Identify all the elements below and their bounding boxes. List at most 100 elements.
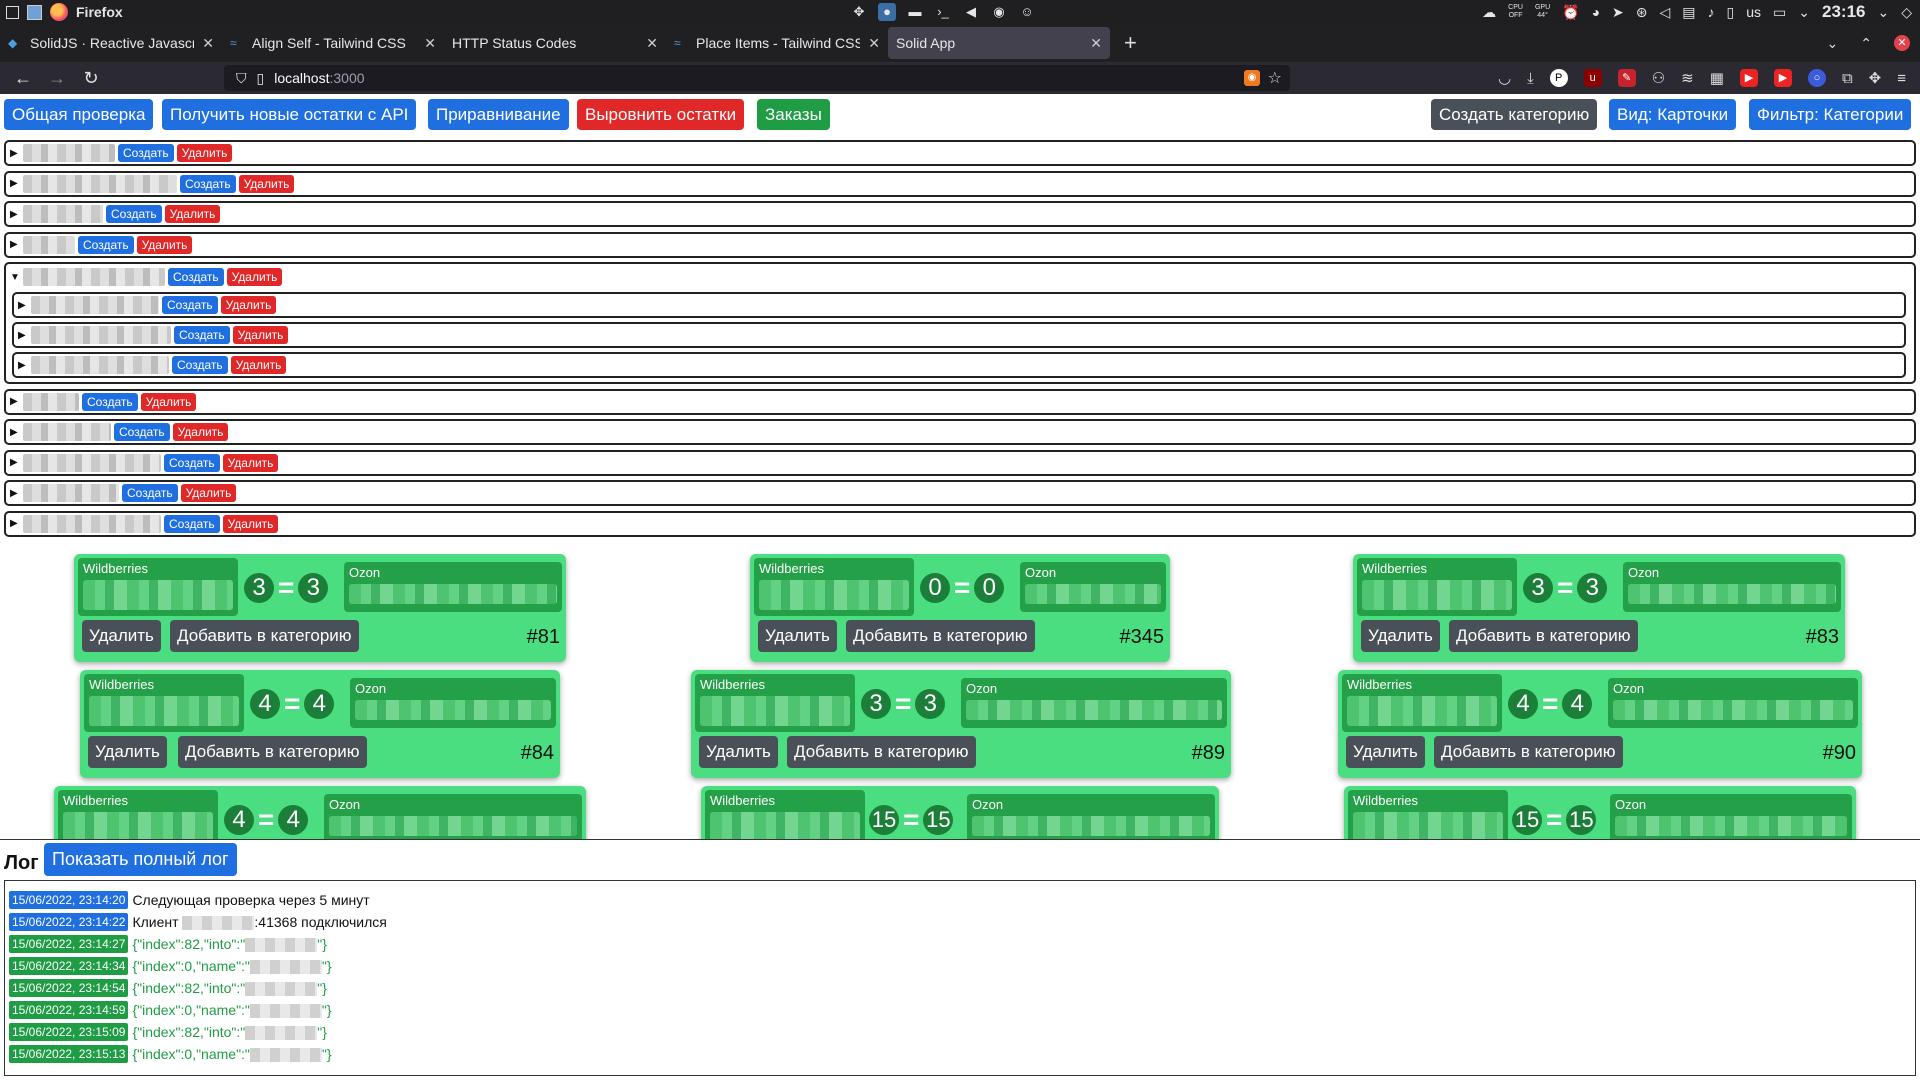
- ext-p-icon[interactable]: P: [1549, 69, 1568, 87]
- delete-card-button[interactable]: Удалить: [1346, 736, 1425, 768]
- back-arrow-icon[interactable]: ←: [14, 67, 32, 88]
- tab-place-items[interactable]: ≈ Place Items - Tailwind CSS ✕: [666, 27, 888, 59]
- log-box[interactable]: 15/06/2022, 23:14:20 Следующая проверка …: [4, 880, 1916, 1076]
- create-subcategory-button[interactable]: Создать: [82, 392, 138, 411]
- workspace-switch-icon[interactable]: ✥: [853, 4, 865, 19]
- category-row[interactable]: ▶ Создать Удалить: [4, 449, 1916, 476]
- window-close-icon[interactable]: ✕: [1894, 35, 1910, 51]
- tab-http-status[interactable]: HTTP Status Codes ✕: [444, 27, 666, 59]
- expand-triangle-icon[interactable]: ▶: [10, 426, 18, 438]
- window-menu-icon[interactable]: [6, 5, 19, 19]
- tab-solidjs[interactable]: ◆ SolidJS · Reactive Javascri ✕: [0, 27, 222, 59]
- add-to-category-button[interactable]: Добавить в категорию: [1434, 736, 1623, 768]
- view-mode-button[interactable]: Вид: Карточки: [1609, 99, 1737, 130]
- collapse-triangle-icon[interactable]: ▼: [10, 271, 20, 283]
- expand-triangle-icon[interactable]: ▶: [10, 487, 18, 499]
- youtube2-icon[interactable]: ▶: [1773, 69, 1792, 87]
- open-external-icon[interactable]: ⧉: [1841, 69, 1853, 87]
- equalize-button[interactable]: Приравнивание: [428, 99, 569, 130]
- extensions-icon[interactable]: ✥: [1868, 70, 1882, 87]
- battery-icon[interactable]: ▯: [1726, 3, 1735, 20]
- create-subcategory-button[interactable]: Создать: [162, 296, 218, 314]
- create-subcategory-button[interactable]: Создать: [106, 205, 162, 223]
- delete-category-button[interactable]: Удалить: [136, 235, 193, 254]
- diamond-icon[interactable]: ◇: [1901, 3, 1912, 20]
- expand-triangle-icon[interactable]: ▶: [18, 359, 26, 371]
- ext-glasses-icon[interactable]: ⚇: [1651, 70, 1666, 87]
- volume-icon[interactable]: ♪: [1707, 4, 1715, 20]
- telegram-icon[interactable]: ➤: [1612, 3, 1624, 20]
- category-row[interactable]: ▶ Создать Удалить: [4, 170, 1916, 197]
- clock[interactable]: 23:16: [1822, 2, 1866, 21]
- add-to-category-button[interactable]: Добавить в категорию: [846, 620, 1035, 652]
- steam-icon[interactable]: ⊛: [1635, 3, 1648, 20]
- category-row[interactable]: ▶ Создать Удалить: [4, 140, 1916, 166]
- category-row[interactable]: ▶ Создать Удалить: [4, 480, 1916, 506]
- show-full-log-button[interactable]: Показать полный лог: [44, 843, 237, 876]
- delete-category-button[interactable]: Удалить: [140, 392, 197, 411]
- create-subcategory-button[interactable]: Создать: [172, 356, 228, 374]
- close-icon[interactable]: ✕: [868, 34, 880, 51]
- expand-triangle-icon[interactable]: ▶: [10, 208, 18, 220]
- close-icon[interactable]: ✕: [1090, 34, 1102, 51]
- taskbar-firefox-icon[interactable]: ●: [878, 3, 896, 21]
- pocket-icon[interactable]: ◡: [1497, 70, 1512, 87]
- orders-button[interactable]: Заказы: [757, 99, 830, 130]
- chevron-down-icon[interactable]: ⌄: [1877, 3, 1890, 20]
- create-subcategory-button[interactable]: Создать: [180, 174, 236, 193]
- delete-card-button[interactable]: Удалить: [1361, 620, 1440, 652]
- tab-list-icon[interactable]: ⌄: [1826, 34, 1839, 51]
- category-row[interactable]: ▶ Создать Удалить: [4, 201, 1916, 227]
- reload-icon[interactable]: ↻: [83, 67, 99, 88]
- create-subcategory-button[interactable]: Создать: [164, 453, 220, 472]
- subcategory-row[interactable]: ▶ Создать Удалить: [12, 322, 1906, 348]
- check-all-button[interactable]: Общая проверка: [4, 99, 154, 130]
- category-row[interactable]: ▶ Создать Удалить: [4, 388, 1916, 415]
- add-to-category-button[interactable]: Добавить в категорию: [178, 736, 367, 768]
- create-subcategory-button[interactable]: Создать: [174, 326, 230, 344]
- expand-triangle-icon[interactable]: ▶: [10, 178, 18, 189]
- notifications-icon[interactable]: ◁: [1659, 3, 1671, 20]
- download-icon[interactable]: ⤓: [1527, 69, 1534, 87]
- create-subcategory-button[interactable]: Создать: [118, 144, 174, 162]
- taskbar-discord-icon[interactable]: ☺: [1020, 4, 1034, 19]
- minimize-icon[interactable]: ⌃: [1860, 34, 1872, 51]
- delete-subcategory-button[interactable]: Удалить: [220, 296, 277, 314]
- delete-subcategory-button[interactable]: Удалить: [232, 326, 289, 344]
- ublock-icon[interactable]: u: [1583, 69, 1602, 87]
- menu-icon[interactable]: ≡: [1897, 69, 1906, 87]
- create-category-button[interactable]: Создать категорию: [1431, 99, 1598, 130]
- add-to-category-button[interactable]: Добавить в категорию: [1449, 620, 1638, 652]
- forward-arrow-icon[interactable]: →: [48, 67, 66, 88]
- desktop-icon[interactable]: [27, 4, 42, 20]
- expand-triangle-icon[interactable]: ▶: [10, 457, 18, 468]
- expand-triangle-icon[interactable]: ▶: [10, 147, 18, 159]
- add-to-category-button[interactable]: Добавить в категорию: [170, 620, 359, 652]
- expand-triangle-icon[interactable]: ▶: [10, 396, 18, 407]
- rss-icon[interactable]: ◉: [1244, 70, 1260, 86]
- ext-red-icon[interactable]: ✎: [1617, 69, 1636, 87]
- expand-triangle-icon[interactable]: ▶: [10, 518, 18, 529]
- tab-align-self[interactable]: ≈ Align Self - Tailwind CSS ✕: [222, 27, 444, 59]
- new-tab-icon[interactable]: +: [1124, 30, 1137, 55]
- category-row-expanded[interactable]: ▼ Создать Удалить ▶ Создать Удалить ▶ Со…: [4, 262, 1916, 384]
- expand-triangle-icon[interactable]: ▶: [10, 239, 18, 250]
- ext-grid-icon[interactable]: ▦: [1709, 70, 1724, 87]
- discord-tray-icon[interactable]: ◕: [1591, 4, 1601, 20]
- tab-solid-app[interactable]: Solid App ✕: [888, 27, 1110, 59]
- add-to-category-button[interactable]: Добавить в категорию: [787, 736, 976, 768]
- subcategory-row[interactable]: ▶ Создать Удалить: [12, 292, 1906, 318]
- bookmark-star-icon[interactable]: ☆: [1267, 70, 1282, 87]
- ext-bars-icon[interactable]: ≋: [1681, 70, 1694, 87]
- delete-card-button[interactable]: Удалить: [758, 620, 837, 652]
- clipboard-icon[interactable]: ▤: [1682, 3, 1696, 20]
- create-subcategory-button[interactable]: Создать: [168, 268, 224, 286]
- filter-button[interactable]: Фильтр: Категории: [1749, 99, 1912, 130]
- display-icon[interactable]: ▭: [1773, 3, 1787, 20]
- delete-category-button[interactable]: Удалить: [180, 484, 237, 502]
- delete-category-button[interactable]: Удалить: [222, 453, 279, 472]
- chevron-down-icon[interactable]: ⌄: [1798, 3, 1810, 20]
- keyboard-layout[interactable]: us: [1746, 4, 1762, 20]
- category-row[interactable]: ▶ Создать Удалить: [4, 510, 1916, 537]
- category-row[interactable]: ▶ Создать Удалить: [4, 419, 1916, 445]
